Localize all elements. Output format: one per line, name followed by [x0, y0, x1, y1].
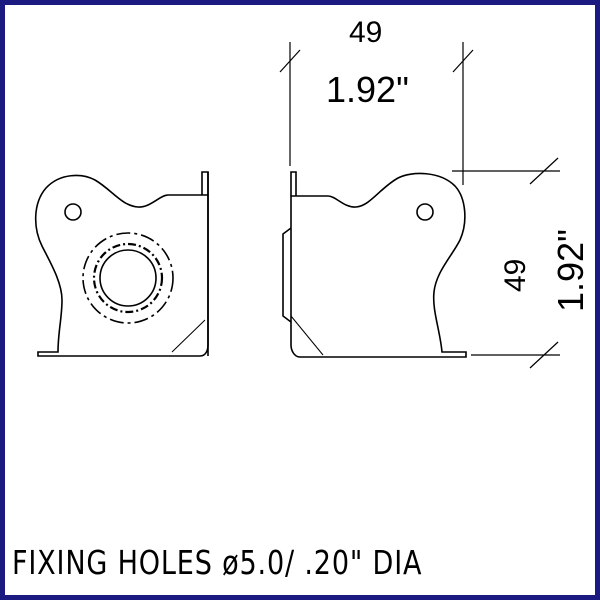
horizontal-dim-metric: 49: [349, 16, 382, 49]
dimension-lines: [279, 42, 560, 369]
fixing-hole: [64, 203, 82, 221]
vertical-dim-metric: 49: [499, 259, 532, 292]
side-view: [282, 171, 467, 358]
front-view: [34, 171, 209, 357]
ball-recess-outer: [82, 232, 174, 324]
fixing-holes-caption: FIXING HOLES ø5.0/ .20" DIA: [12, 543, 423, 582]
ball-recess-hole: [99, 249, 157, 307]
vertical-dim-imperial: 1.92": [550, 229, 591, 312]
ball-recess-inner: [92, 242, 164, 314]
horizontal-dim-imperial: 1.92": [326, 69, 409, 110]
fixing-hole: [416, 203, 434, 221]
